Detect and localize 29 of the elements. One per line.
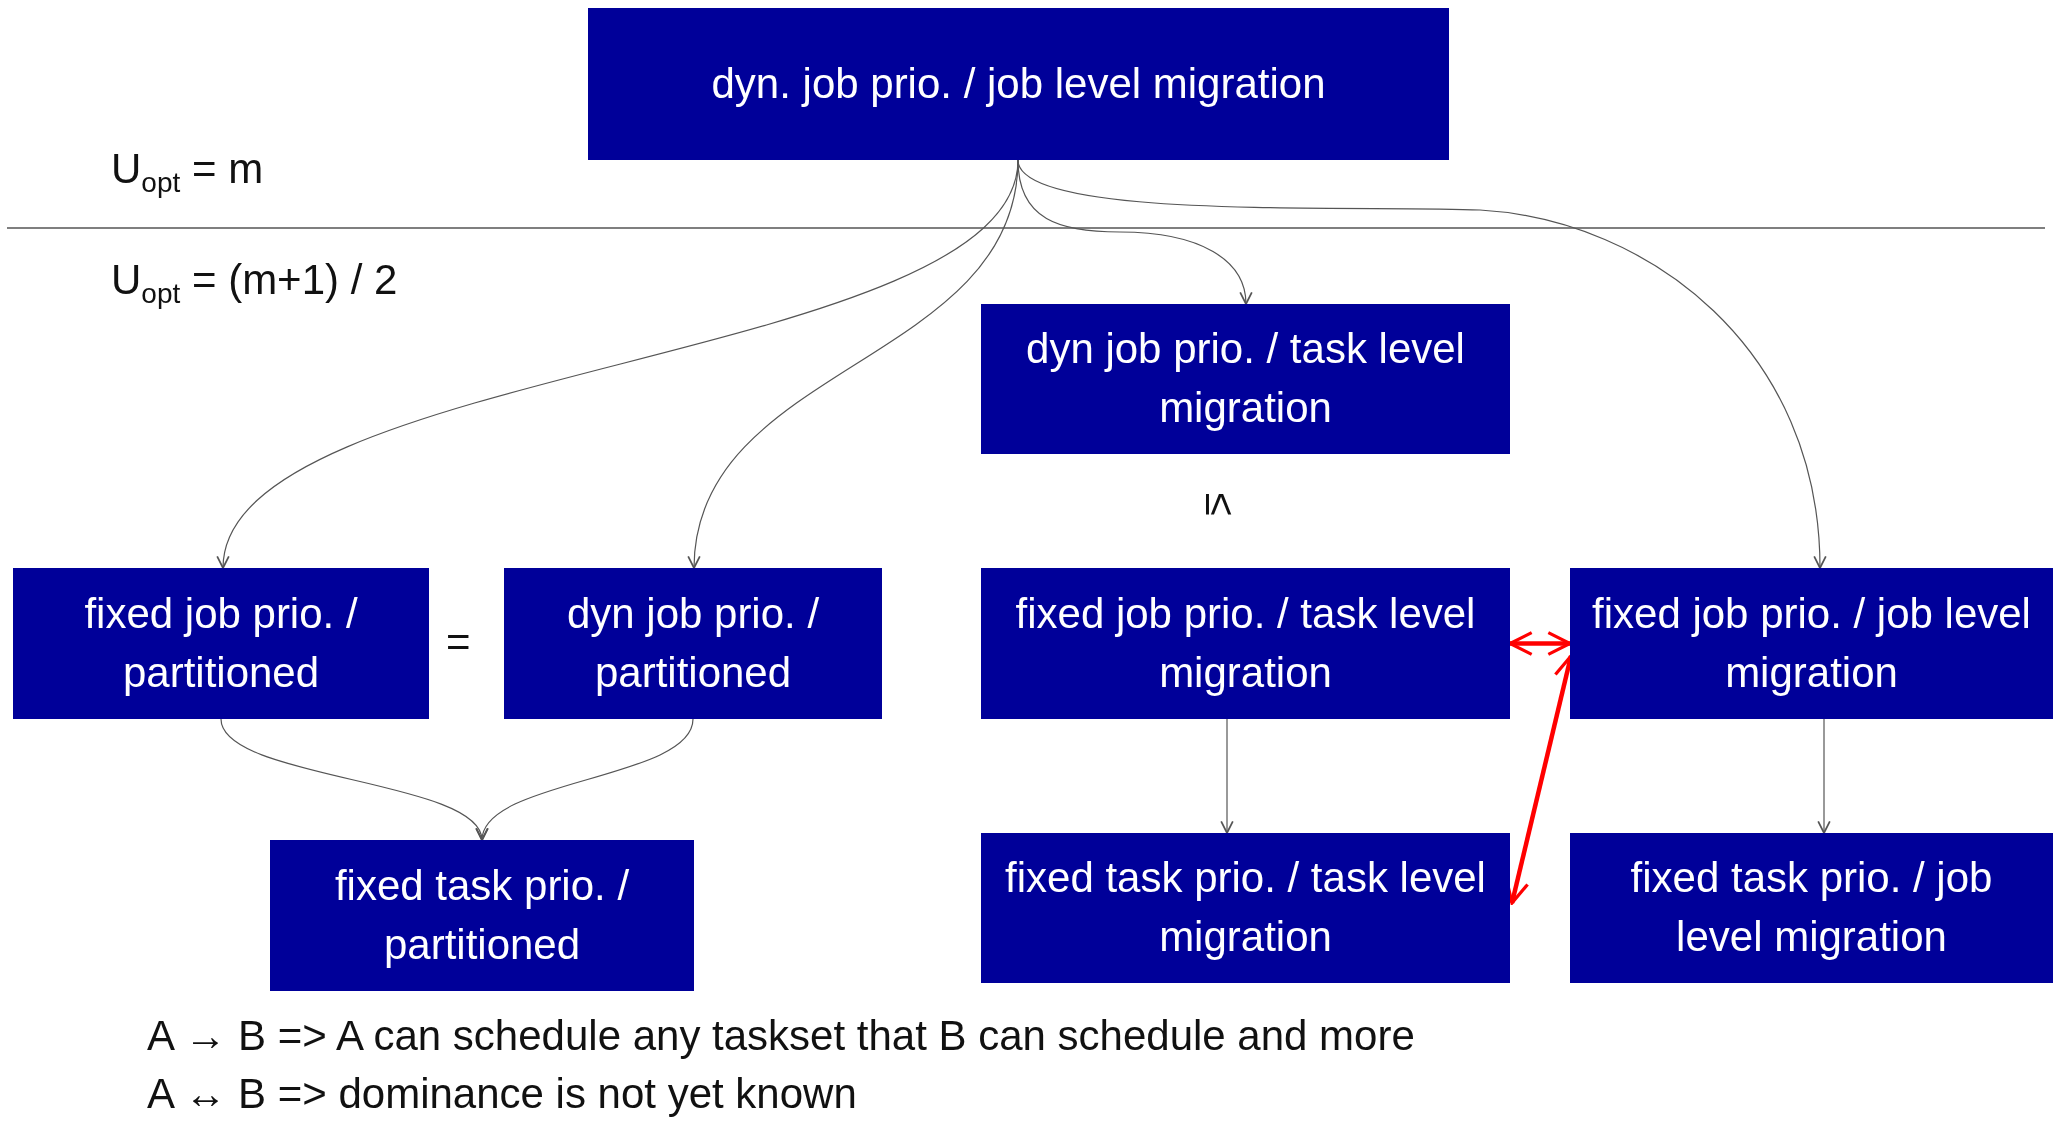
box-text: fixed task prio. / partitioned: [333, 860, 631, 970]
box-text: fixed job prio. / job level migration: [1591, 588, 2032, 698]
process-box: [504, 568, 882, 719]
process-box: [588, 8, 1449, 160]
box-text: fixed job prio. / partitioned: [83, 588, 359, 698]
process-box: [13, 568, 429, 719]
process-box: [981, 304, 1510, 454]
formula-text: U$_{opt}$ = m: [111, 145, 264, 200]
arrow: [1017, 159, 1252, 305]
arrow: [478, 718, 694, 841]
box-text: fixed task prio. / task level migration: [1004, 853, 1487, 962]
box-text: dyn job prio. / partitioned: [565, 588, 821, 698]
relation-symbol: =: [446, 618, 471, 666]
process-box: [270, 840, 694, 991]
box-text: dyn. job prio. / job level migration: [711, 58, 1326, 109]
box-text: fixed task prio. / job level migration: [1629, 853, 1994, 962]
arrow: [1220, 718, 1234, 834]
legend-text: A ↔ B => dominance is not yet known: [147, 1070, 857, 1118]
arrow: [1817, 718, 1831, 834]
process-box: [1570, 833, 2053, 983]
legend-text: A → B => A can schedule any taskset that B can schedule and more: [147, 1012, 1415, 1060]
process-box: [981, 833, 1510, 983]
relation-symbol: ≤: [1195, 492, 1244, 516]
process-box: [981, 568, 1510, 719]
process-box: [1570, 568, 2053, 719]
box-text: fixed job prio. / task level migration: [1014, 588, 1477, 698]
arrow: [1017, 159, 1826, 569]
formula-text: U$_{opt}$ = (m+1) / 2: [111, 256, 398, 311]
box-text: dyn job prio. / task level migration: [1025, 324, 1466, 433]
